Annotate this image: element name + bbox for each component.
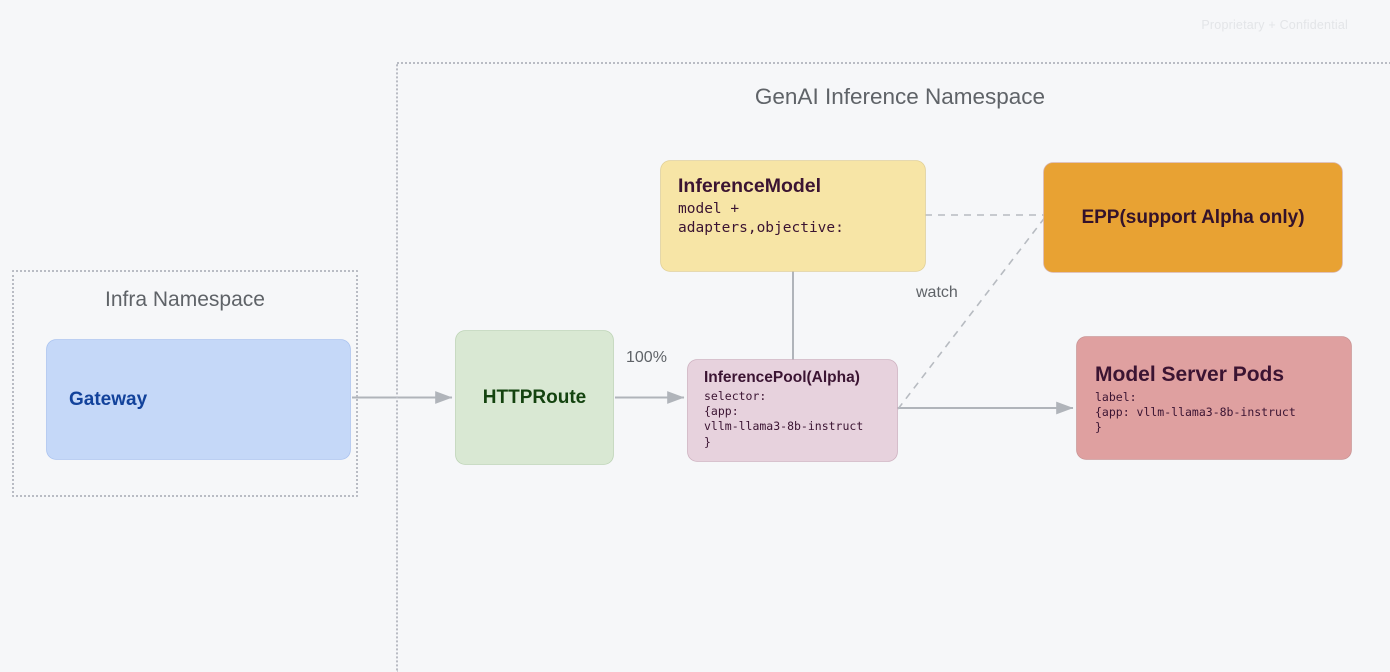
genai-namespace-title: GenAI Inference Namespace xyxy=(754,84,1046,109)
node-model-server-pods-subtitle: label: {app: vllm-llama3-8b-instruct } xyxy=(1095,390,1296,435)
node-inferencepool-subtitle: selector: {app: vllm-llama3-8b-instruct … xyxy=(704,389,864,449)
infra-namespace-title: Infra Namespace xyxy=(105,288,265,311)
node-inferencemodel[interactable]: InferenceModel model + adapters,objectiv… xyxy=(661,161,925,271)
node-gateway[interactable]: Gateway xyxy=(47,340,350,459)
edge-label-watch: watch xyxy=(916,284,958,301)
node-epp[interactable]: EPP(support Alpha only) xyxy=(1044,163,1342,272)
node-model-server-pods[interactable]: Model Server Pods label: {app: vllm-llam… xyxy=(1077,337,1351,459)
watermark: Proprietary + Confidential xyxy=(1201,18,1348,32)
edge-label-traffic-split: 100% xyxy=(626,349,667,366)
infra-namespace-container xyxy=(12,270,358,497)
node-gateway-title: Gateway xyxy=(69,388,148,410)
node-httproute[interactable]: HTTPRoute xyxy=(456,331,613,464)
node-inferencepool-title: InferencePool(Alpha) xyxy=(704,369,860,386)
edge-inferencepool-to-epp-watch xyxy=(897,215,1047,410)
node-inferencemodel-title: InferenceModel xyxy=(678,175,822,197)
node-model-server-pods-title: Model Server Pods xyxy=(1095,363,1285,386)
node-httproute-title: HTTPRoute xyxy=(482,386,587,408)
node-inferencepool[interactable]: InferencePool(Alpha) selector: {app: vll… xyxy=(688,360,897,461)
genai-namespace-container xyxy=(396,62,1390,672)
node-epp-title: EPP(support Alpha only) xyxy=(1081,206,1305,228)
node-inferencemodel-subtitle: model + adapters,objective: xyxy=(678,201,844,237)
